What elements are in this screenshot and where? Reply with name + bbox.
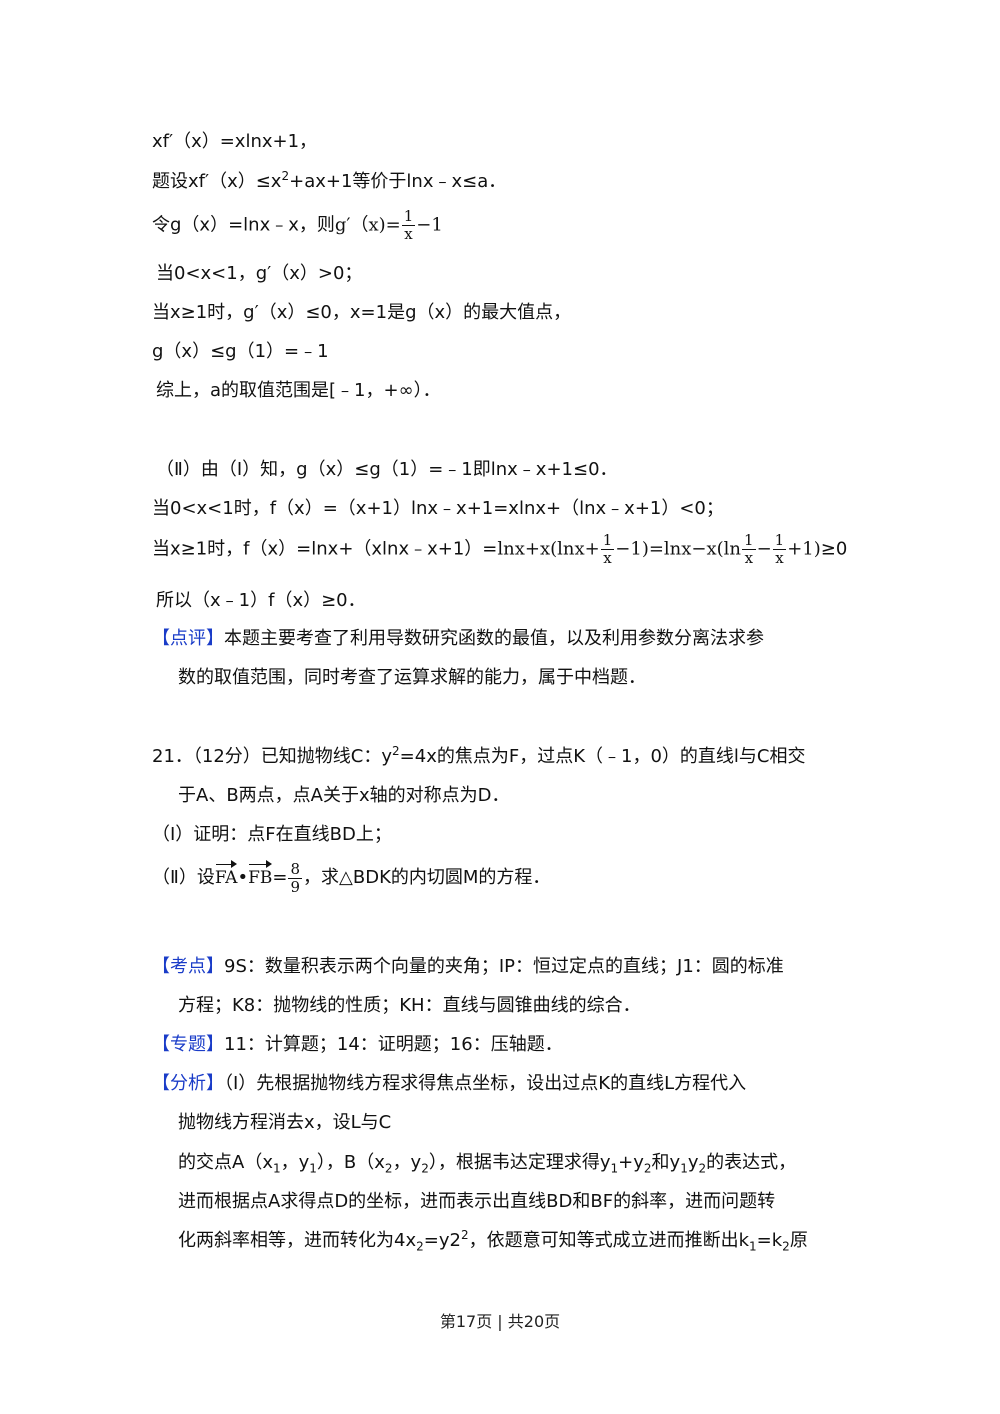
kaodian-tag: 【考点】 <box>152 956 224 977</box>
question-21-line-2: 于A、B两点，点A关于x轴的对称点为D． <box>178 785 510 806</box>
question-21-line-1: 21．（12分）已知抛物线C：y2=4x的焦点为F，过点K（﹣1，0）的直线l与… <box>152 744 806 767</box>
line-case-lt1: 当0<x<1，g′（x）>0； <box>156 263 363 284</box>
fenxi-line-4: 进而根据点A求得点D的坐标，进而表示出直线BD和BF的斜率，进而问题转 <box>178 1191 776 1212</box>
comment-line-1: 【点评】本题主要考查了利用导数研究函数的最值，以及利用参数分离法求参 <box>152 628 764 649</box>
line-g-max: g（x）≤g（1）=﹣1 <box>152 341 329 362</box>
zhuanti-tag: 【专题】 <box>152 1034 224 1055</box>
kaodian-line-1: 【考点】9S：数量积表示两个向量的夹角；IP：恒过定点的直线；J1：圆的标准 <box>152 956 784 977</box>
vector-fa: FA <box>215 860 237 890</box>
fenxi-line-3: 的交点A（x1，y1），B（x2，y2），根据韦达定理求得y1+y2和y1y2的… <box>178 1152 797 1176</box>
line-conclusion-a: 综上，a的取值范围是[﹣1，+∞）． <box>156 380 441 401</box>
vector-fb: FB <box>248 860 273 890</box>
comment-line-2: 数的取值范围，同时考查了运算求解的能力，属于中档题． <box>178 667 646 688</box>
fenxi-line-1: 【分析】（Ⅰ）先根据抛物线方程求得焦点坐标，设出过点K的直线L方程代入 <box>152 1073 747 1094</box>
line-part2-intro: （Ⅱ）由（Ⅰ）知，g（x）≤g（1）=﹣1即lnx﹣x+1≤0． <box>156 459 618 480</box>
zhuanti-line: 【专题】11：计算题；14：证明题；16：压轴题． <box>152 1034 563 1055</box>
line-xf-derivative: xf′（x）=xlnx+1， <box>152 131 318 152</box>
question-21-part1: （Ⅰ）证明：点F在直线BD上； <box>152 824 392 845</box>
comment-tag: 【点评】 <box>152 628 224 649</box>
fenxi-line-2: 抛物线方程消去x，设L与C <box>178 1112 392 1133</box>
page-footer: 第17页 | 共20页 <box>439 1312 561 1331</box>
kaodian-line-2: 方程；K8：抛物线的性质；KH：直线与圆锥曲线的综合． <box>178 995 641 1016</box>
line-part2-case-lt1: 当0<x<1时，f（x）=（x+1）lnx﹣x+1=xlnx+（lnx﹣x+1）… <box>152 498 724 519</box>
fenxi-line-5: 化两斜率相等，进而转化为4x2=y22，依题意可知等式成立进而推断出k1=k2原 <box>178 1228 808 1254</box>
line-part2-conclusion: 所以（x﹣1）f（x）≥0． <box>156 590 366 611</box>
fenxi-tag: 【分析】 <box>152 1073 224 1094</box>
line-condition: 题设xf′（x）≤x2+ax+1等价于lnx﹣x≤a． <box>152 169 507 192</box>
line-case-ge1: 当x≥1时，g′（x）≤0，x=1是g（x）的最大值点， <box>152 302 572 323</box>
